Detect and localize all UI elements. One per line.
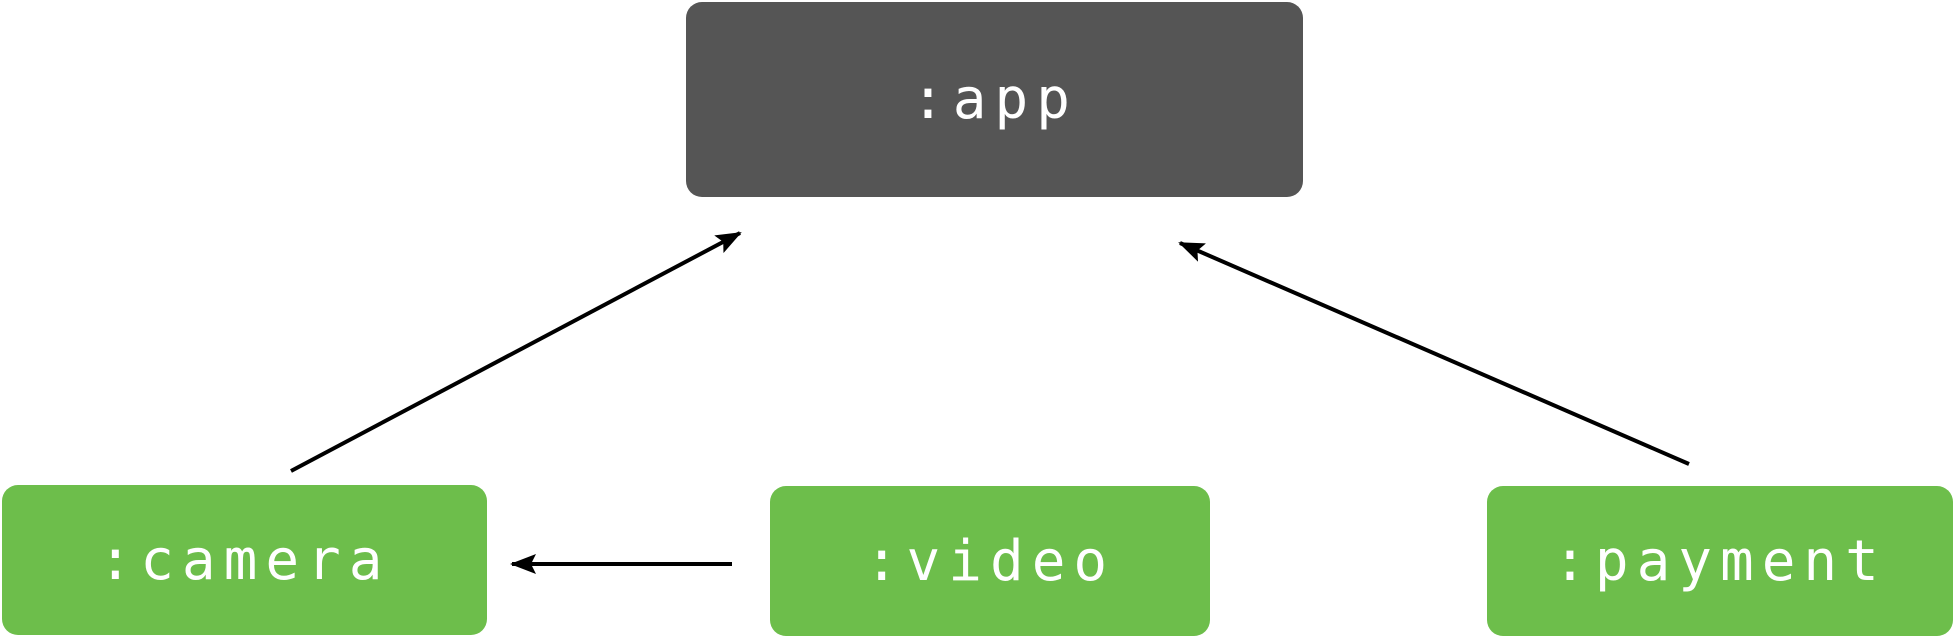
node-video-label: :video bbox=[864, 528, 1116, 594]
node-app-label: :app bbox=[911, 67, 1078, 132]
node-camera-label: :camera bbox=[98, 527, 391, 593]
node-video: :video bbox=[770, 486, 1210, 636]
node-camera: :camera bbox=[2, 485, 487, 635]
arrow-payment-to-app bbox=[1178, 241, 1690, 466]
node-payment-label: :payment bbox=[1553, 528, 1887, 594]
node-app: :app bbox=[686, 2, 1303, 197]
node-payment: :payment bbox=[1487, 486, 1953, 636]
arrow-camera-to-app bbox=[290, 231, 742, 473]
